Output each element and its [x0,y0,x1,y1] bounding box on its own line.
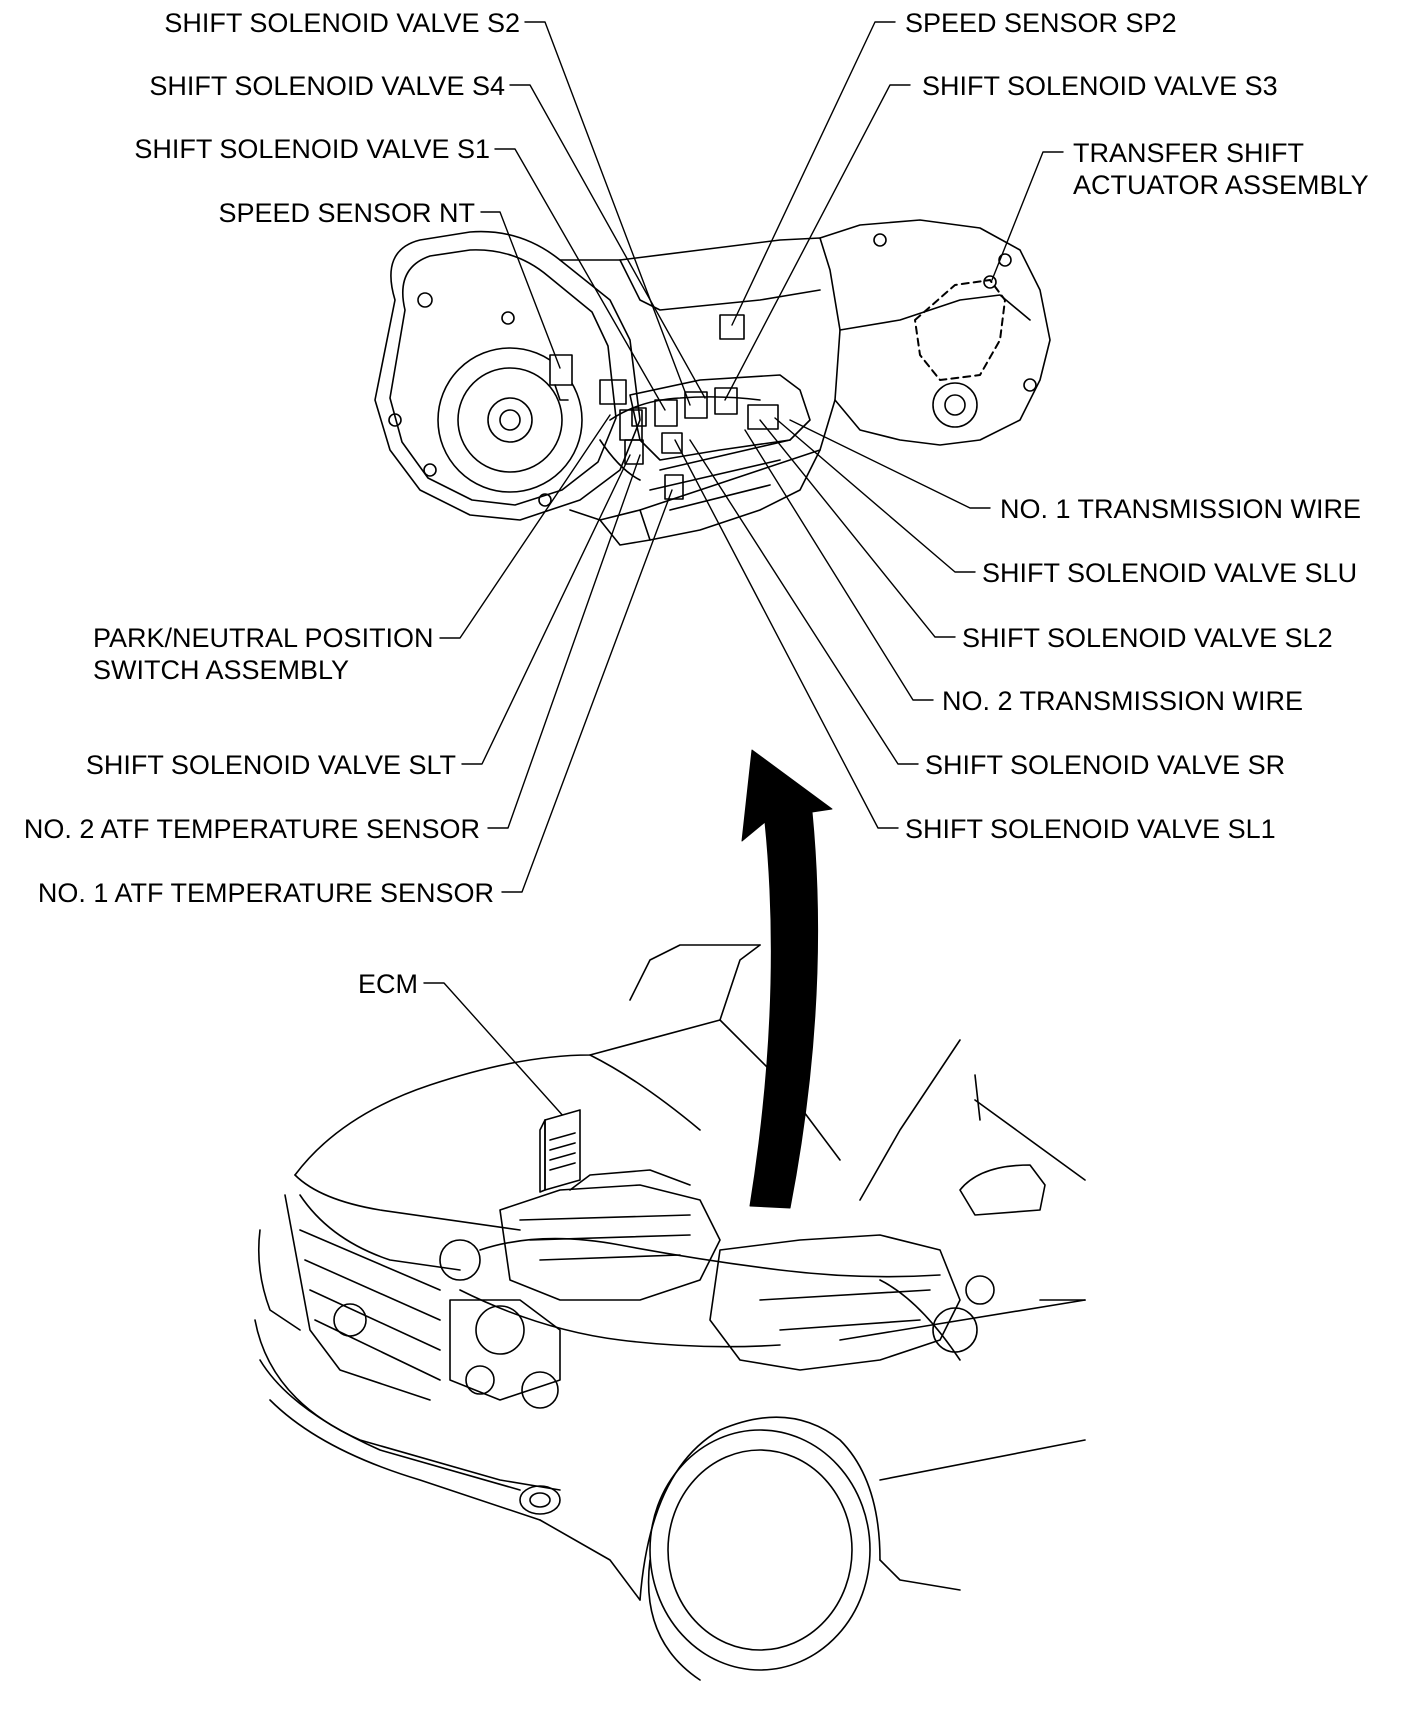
label-shift-solenoid-sr: SHIFT SOLENOID VALVE SR [925,750,1286,780]
location-arrow [741,749,833,1209]
label-shift-solenoid-sl1: SHIFT SOLENOID VALVE SL1 [905,814,1276,844]
label-shift-solenoid-s2: SHIFT SOLENOID VALVE S2 [164,8,520,38]
label-no2-transmission-wire: NO. 2 TRANSMISSION WIRE [942,686,1304,716]
label-park-neutral-switch: PARK/NEUTRAL POSITION SWITCH ASSEMBLY [93,622,434,686]
label-transfer-shift-actuator: TRANSFER SHIFT ACTUATOR ASSEMBLY [1073,137,1369,201]
label-park-neutral-line2: SWITCH ASSEMBLY [93,655,350,685]
label-shift-solenoid-s4: SHIFT SOLENOID VALVE S4 [149,71,505,101]
label-shift-solenoid-slt: SHIFT SOLENOID VALVE SLT [85,750,456,780]
leader-lines [423,21,1064,1119]
label-transfer-shift-line2: ACTUATOR ASSEMBLY [1073,170,1369,200]
label-no1-atf-temp-sensor: NO. 1 ATF TEMPERATURE SENSOR [37,878,494,908]
label-shift-solenoid-slu: SHIFT SOLENOID VALVE SLU [982,558,1358,588]
label-speed-sensor-nt: SPEED SENSOR NT [218,198,475,228]
label-shift-solenoid-s3: SHIFT SOLENOID VALVE S3 [922,71,1278,101]
label-no2-atf-temp-sensor: NO. 2 ATF TEMPERATURE SENSOR [23,814,480,844]
label-park-neutral-line1: PARK/NEUTRAL POSITION [93,623,434,653]
transmission-assembly [374,219,1051,546]
label-transfer-shift-line1: TRANSFER SHIFT [1073,138,1305,168]
label-speed-sensor-sp2: SPEED SENSOR SP2 [905,8,1177,38]
vehicle-front [254,944,1086,1681]
label-shift-solenoid-sl2: SHIFT SOLENOID VALVE SL2 [962,623,1333,653]
label-ecm: ECM [358,969,418,999]
label-no1-transmission-wire: NO. 1 TRANSMISSION WIRE [1000,494,1362,524]
label-shift-solenoid-s1: SHIFT SOLENOID VALVE S1 [134,134,490,164]
